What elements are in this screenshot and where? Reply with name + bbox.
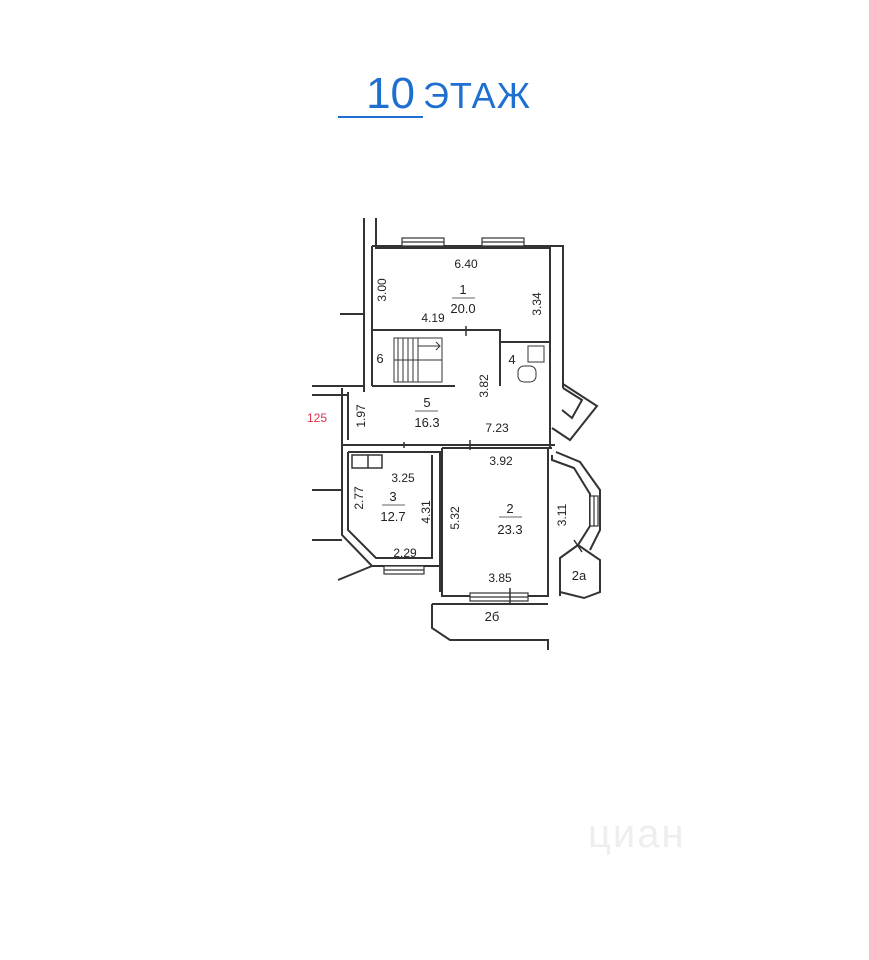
dim-corridor-height: 1.97 bbox=[354, 404, 368, 428]
dim-room1-left: 3.00 bbox=[375, 278, 389, 302]
dim-room3-left: 2.77 bbox=[352, 486, 366, 510]
dim-room1-width: 6.40 bbox=[454, 257, 478, 271]
room-2-area: 23.3 bbox=[497, 522, 522, 537]
dim-room2-top: 3.92 bbox=[489, 454, 513, 468]
room-2a-label: 2а bbox=[572, 568, 587, 583]
room-5-area: 16.3 bbox=[414, 415, 439, 430]
room-5-number: 5 bbox=[423, 395, 430, 410]
dim-room3-top: 3.25 bbox=[391, 471, 415, 485]
room-3-area: 12.7 bbox=[380, 509, 405, 524]
staircase bbox=[393, 337, 443, 383]
dim-room1-right: 3.34 bbox=[530, 292, 544, 316]
floor-number: 10 bbox=[338, 72, 424, 118]
dim-room1-bottom: 4.19 bbox=[421, 311, 445, 325]
dim-room2-right: 3.11 bbox=[555, 503, 569, 526]
dim-room3-bottom: 2.29 bbox=[393, 546, 417, 560]
room-2-number: 2 bbox=[506, 501, 513, 516]
room-2b-label: 2б bbox=[485, 609, 500, 624]
walls bbox=[312, 218, 601, 650]
room-6-number: 6 bbox=[376, 351, 383, 366]
floor-word: ЭТАЖ bbox=[423, 75, 531, 116]
room-3-number: 3 bbox=[389, 489, 396, 504]
room-1-number: 1 bbox=[459, 282, 466, 297]
watermark: циан bbox=[588, 812, 686, 856]
windows bbox=[383, 237, 599, 602]
dim-room2-left: 5.32 bbox=[448, 506, 462, 530]
dim-room3-right: 4.31 bbox=[419, 500, 433, 524]
dim-hall-height: 3.82 bbox=[477, 374, 491, 398]
bathroom-fixtures bbox=[517, 345, 545, 383]
room-4-number: 4 bbox=[508, 352, 515, 367]
room-1-area: 20.0 bbox=[450, 301, 475, 316]
door-marks bbox=[403, 326, 583, 604]
marker-label: 125 bbox=[307, 411, 327, 425]
dim-corridor-width: 7.23 bbox=[485, 421, 509, 435]
dim-room2-bottom: 3.85 bbox=[488, 571, 512, 585]
